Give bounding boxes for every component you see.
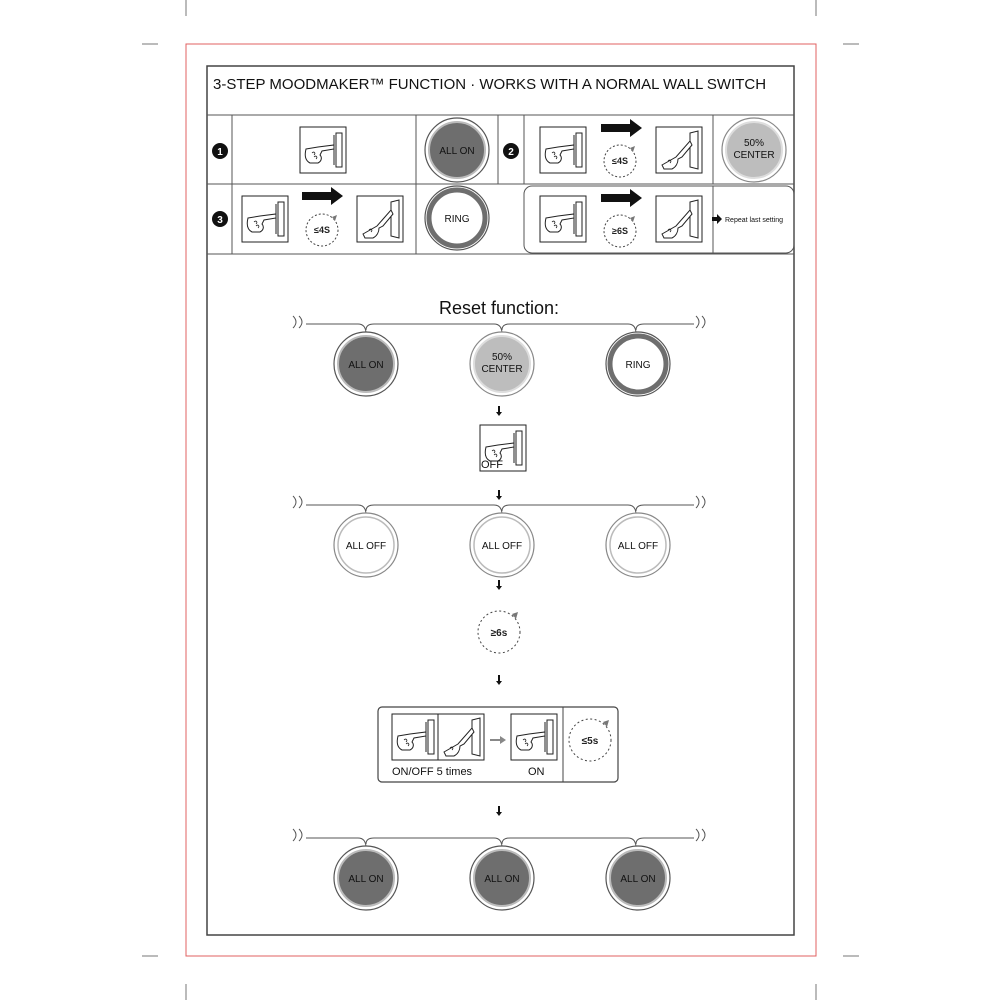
timer-icon [603, 214, 637, 248]
light-ring-icon [607, 333, 669, 395]
timer-label: ≥6S [612, 226, 628, 236]
onoff-sequence: ON/OFF 5 times ON ≤5s [377, 706, 619, 783]
arrow-right-icon [601, 119, 642, 137]
inner-frame [206, 65, 795, 936]
down-arrow-icon [496, 806, 502, 816]
step-3: 3 ≤4S RING [212, 185, 490, 251]
down-arrow-icon [496, 675, 502, 685]
timer-icon [568, 718, 612, 762]
light-all-on-icon [337, 335, 395, 393]
light-all-on-icon [473, 849, 531, 907]
repeat-note: Repeat last setting [725, 217, 783, 224]
hand-switch-icon [539, 195, 587, 243]
light-label-line1: 50% [744, 138, 764, 149]
step-grid [207, 114, 795, 255]
hand-switch-icon [241, 195, 289, 243]
step-number: 2 [508, 147, 514, 158]
light-label: RING [445, 214, 470, 225]
step-4: ≥6S Repeat last setting [539, 189, 783, 248]
crop-marks [142, 0, 859, 1000]
gray-arrow-icon [490, 736, 506, 744]
arrow-right-icon [601, 189, 642, 207]
step-1: 1 ALL ON [212, 117, 490, 183]
hand-switch-flipped-icon [437, 713, 485, 761]
timer-label: ≤5s [582, 736, 599, 747]
step-number-badge [212, 211, 228, 227]
hand-switch-icon [510, 713, 558, 761]
light-all-on-icon [609, 849, 667, 907]
reset-title: Reset function: [439, 298, 559, 318]
light-all-on-icon [428, 121, 486, 179]
onoff-label: ON/OFF 5 times [392, 766, 473, 778]
light-label: ALL OFF [618, 541, 658, 552]
light-label: ALL ON [348, 874, 383, 885]
light-label-line2: CENTER [481, 364, 522, 375]
hand-switch-flipped-icon [356, 195, 404, 243]
timer-label: ≥6s [491, 628, 508, 639]
reset-row-3: ALL ON ALL ON ALL ON [333, 845, 671, 911]
light-label: ALL OFF [482, 541, 522, 552]
timer-label: ≤4S [612, 156, 628, 166]
reset-row-2: ALL OFF ALL OFF ALL OFF [333, 512, 671, 578]
timer-icon [477, 610, 521, 654]
light-label: ALL ON [348, 360, 383, 371]
on-label: ON [528, 766, 545, 778]
light-label: ALL ON [484, 874, 519, 885]
timer-icon [305, 213, 339, 247]
wait-timer: ≥6s [477, 610, 521, 654]
arrow-right-icon [302, 187, 343, 205]
reset-row-1: ALL ON 50% CENTER RING [333, 331, 671, 397]
light-label: ALL ON [439, 146, 474, 157]
step-number-badge [503, 143, 519, 159]
light-center-icon [473, 335, 531, 393]
row2-connector [292, 495, 706, 517]
hand-switch-icon [391, 713, 439, 761]
step-number: 3 [217, 215, 223, 226]
hand-switch-icon [539, 126, 587, 174]
light-label: ALL OFF [346, 541, 386, 552]
down-arrow-icon [496, 490, 502, 500]
switch-off-step: OFF [479, 424, 527, 472]
hand-switch-flipped-icon [655, 195, 703, 243]
light-off-icon [337, 516, 395, 574]
down-arrow-icon [496, 580, 502, 590]
off-label: OFF [481, 459, 503, 471]
light-label: ALL ON [620, 874, 655, 885]
light-center-icon [725, 121, 783, 179]
step-number-badge [212, 143, 228, 159]
light-all-on-icon [337, 849, 395, 907]
page-title: 3-STEP MOODMAKER™ FUNCTION · WORKS WITH … [213, 76, 766, 93]
timer-icon [603, 144, 637, 178]
outer-red-frame [185, 43, 817, 957]
light-off-icon [473, 516, 531, 574]
light-off-icon [609, 516, 667, 574]
light-label-line2: CENTER [733, 150, 774, 161]
light-label: RING [626, 360, 651, 371]
light-ring-icon [426, 187, 488, 249]
light-label-line1: 50% [492, 352, 512, 363]
small-arrow-icon [712, 214, 722, 224]
hand-switch-icon [299, 126, 347, 174]
timer-label: ≤4S [314, 225, 330, 235]
down-arrow-icon [496, 406, 502, 416]
step-number: 1 [217, 147, 223, 158]
step-2: 2 ≤4S 50% CENTER [503, 117, 787, 183]
hand-switch-flipped-icon [655, 126, 703, 174]
